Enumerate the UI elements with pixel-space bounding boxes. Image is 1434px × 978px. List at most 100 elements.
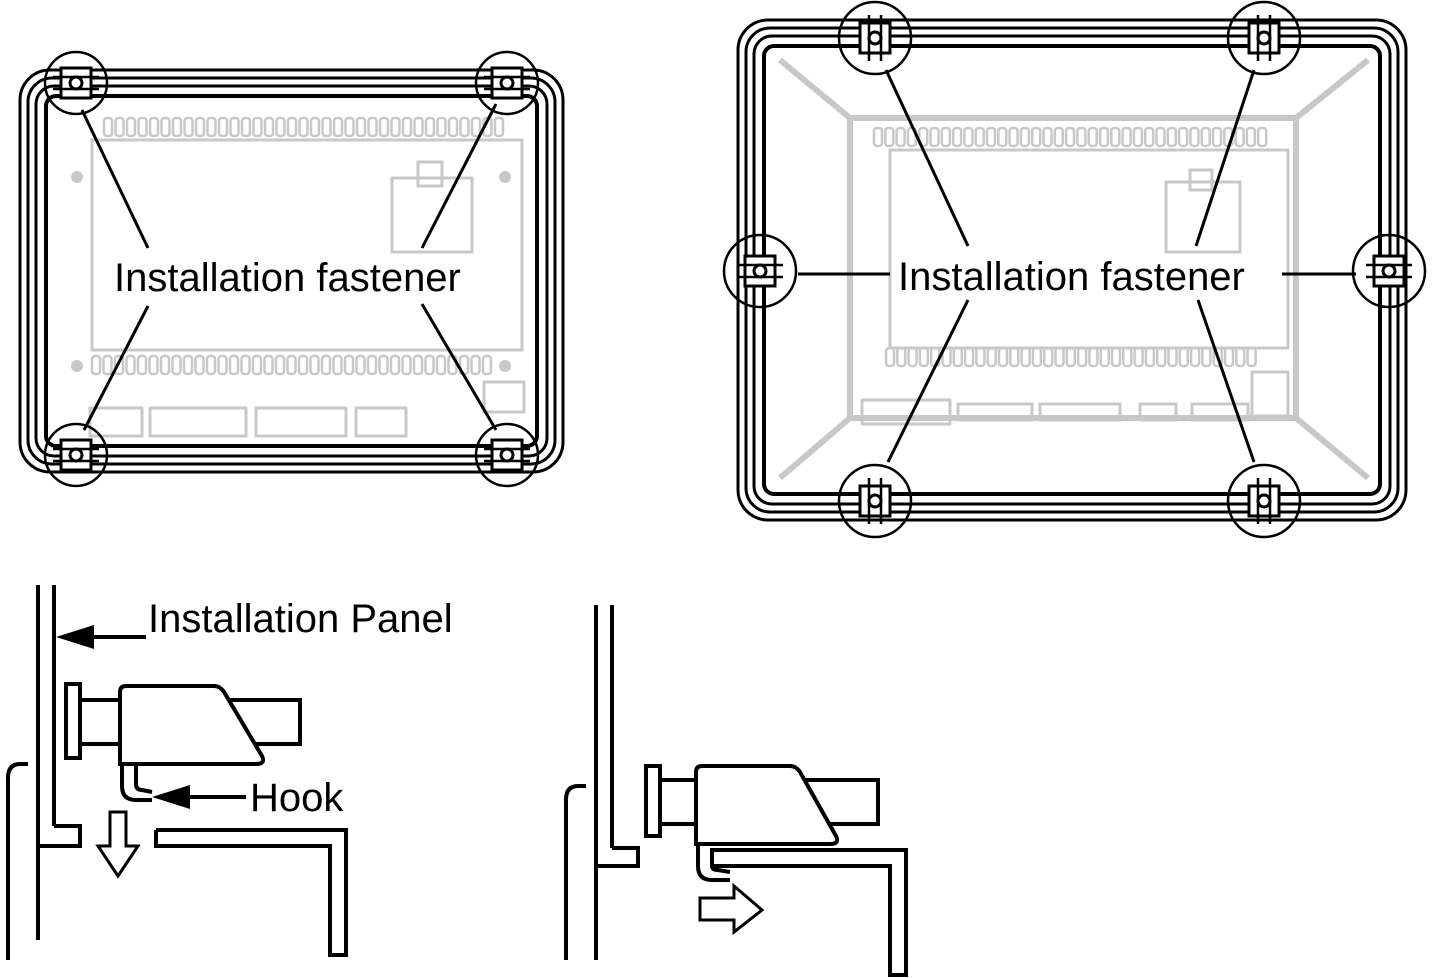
connector-pin bbox=[1200, 126, 1211, 148]
connector-pin bbox=[951, 126, 963, 148]
connector-pin bbox=[470, 116, 482, 138]
connector-pin bbox=[1189, 126, 1200, 148]
connector-pin bbox=[1246, 346, 1257, 368]
connector-pin bbox=[205, 354, 217, 376]
small-panel-leaders bbox=[80, 103, 498, 431]
connector-pin bbox=[217, 354, 228, 376]
connector-pin bbox=[1054, 346, 1065, 368]
fastener-callout-circle bbox=[43, 422, 109, 488]
connector-pin bbox=[1211, 126, 1223, 148]
connector-pin bbox=[481, 354, 493, 376]
connector-pin bbox=[1121, 126, 1132, 148]
connector-pin bbox=[274, 354, 286, 376]
fastener-hole bbox=[1256, 493, 1272, 509]
fastener-hole bbox=[1381, 263, 1397, 279]
connector-pin bbox=[1167, 346, 1178, 368]
hook-2-inner bbox=[710, 848, 731, 874]
connector-pin bbox=[940, 126, 952, 148]
connector-pin bbox=[1132, 126, 1144, 148]
connector-pin bbox=[1008, 126, 1019, 148]
small-panel-internals bbox=[88, 138, 526, 438]
connector-pin bbox=[1177, 126, 1189, 148]
connector-pin bbox=[367, 116, 378, 138]
connector-pin bbox=[963, 346, 975, 368]
connector-pin bbox=[1143, 126, 1155, 148]
connector-pin bbox=[917, 126, 929, 148]
connector-pin bbox=[252, 116, 263, 138]
fastener bbox=[1226, 0, 1302, 76]
connector-pin bbox=[148, 116, 160, 138]
fastener-callout-circle bbox=[474, 50, 540, 116]
connector-pin bbox=[390, 116, 401, 138]
connector-pin bbox=[424, 354, 435, 376]
connector-pin bbox=[286, 354, 297, 376]
fastener-callout-circle bbox=[474, 422, 540, 488]
connector-pin bbox=[344, 116, 355, 138]
fastener bbox=[1351, 233, 1427, 309]
connector-pin bbox=[1030, 126, 1042, 148]
fastener bbox=[43, 422, 109, 488]
connector-pin bbox=[366, 354, 378, 376]
connector-pin bbox=[447, 116, 459, 138]
fastener-label-small: Installation fastener bbox=[114, 256, 461, 300]
connector-pin bbox=[412, 354, 424, 376]
connector-pin bbox=[343, 354, 355, 376]
hook-detail-locked bbox=[564, 605, 908, 977]
hook-pointer-head bbox=[152, 785, 190, 809]
connector-pin bbox=[1009, 346, 1020, 368]
connector-pin bbox=[1234, 126, 1245, 148]
connector-pin bbox=[228, 354, 240, 376]
connector-pin bbox=[401, 116, 413, 138]
connector-pin bbox=[1076, 346, 1088, 368]
connector-pin bbox=[975, 346, 986, 368]
connector-pin bbox=[125, 354, 136, 376]
connector-pin bbox=[355, 354, 366, 376]
connector-pin bbox=[206, 116, 217, 138]
panel-pointer-head bbox=[56, 625, 94, 649]
connector-pin bbox=[884, 126, 895, 148]
connector-pin bbox=[985, 126, 997, 148]
connector-pin bbox=[1087, 126, 1098, 148]
connector-pin bbox=[160, 116, 171, 138]
connector-pin bbox=[1042, 346, 1054, 368]
large-panel-fasteners bbox=[722, 0, 1427, 539]
connector-pin bbox=[1076, 126, 1087, 148]
connector-pin bbox=[986, 346, 997, 368]
connector-pin bbox=[229, 116, 240, 138]
connector-pin bbox=[320, 354, 332, 376]
fastener-callout-circle bbox=[722, 233, 798, 309]
small-panel-bottom-connector-row bbox=[90, 354, 493, 376]
fastener-hole bbox=[499, 447, 515, 463]
connector-pin bbox=[332, 116, 344, 138]
connector-pin bbox=[1019, 126, 1031, 148]
installation-panel-label: Installation Panel bbox=[148, 597, 453, 641]
connector-pin bbox=[297, 354, 309, 376]
connector-pin bbox=[1256, 126, 1268, 148]
small-panel-frame bbox=[18, 68, 565, 474]
panel-step bbox=[38, 824, 82, 848]
fastener-body bbox=[118, 684, 266, 766]
connector-pin bbox=[240, 354, 251, 376]
fastener bbox=[43, 50, 109, 116]
connector-pin bbox=[332, 354, 343, 376]
fastener-callout-circle bbox=[1226, 463, 1302, 539]
connector-pin bbox=[113, 354, 125, 376]
large-panel-internal-boxes bbox=[860, 148, 1290, 426]
housing-edge-2 bbox=[564, 784, 586, 960]
fastener-body-2 bbox=[694, 764, 840, 846]
connector-pin bbox=[275, 116, 286, 138]
large-panel-bottom-connector-row bbox=[884, 346, 1257, 368]
connector-pin bbox=[90, 354, 102, 376]
fastener bbox=[837, 463, 913, 539]
connector-pin bbox=[1155, 346, 1167, 368]
small-panel-fasteners bbox=[43, 50, 540, 488]
fastener-callout-circle bbox=[1351, 233, 1427, 309]
large-panel-top-connector-row bbox=[872, 126, 1268, 148]
connector-pin bbox=[251, 354, 263, 376]
connector-pin bbox=[974, 126, 985, 148]
connector-pin bbox=[263, 354, 274, 376]
connector-pin bbox=[1144, 346, 1156, 368]
connector-pin bbox=[389, 354, 401, 376]
fastener-hole bbox=[752, 263, 768, 279]
connector-pin bbox=[159, 354, 171, 376]
